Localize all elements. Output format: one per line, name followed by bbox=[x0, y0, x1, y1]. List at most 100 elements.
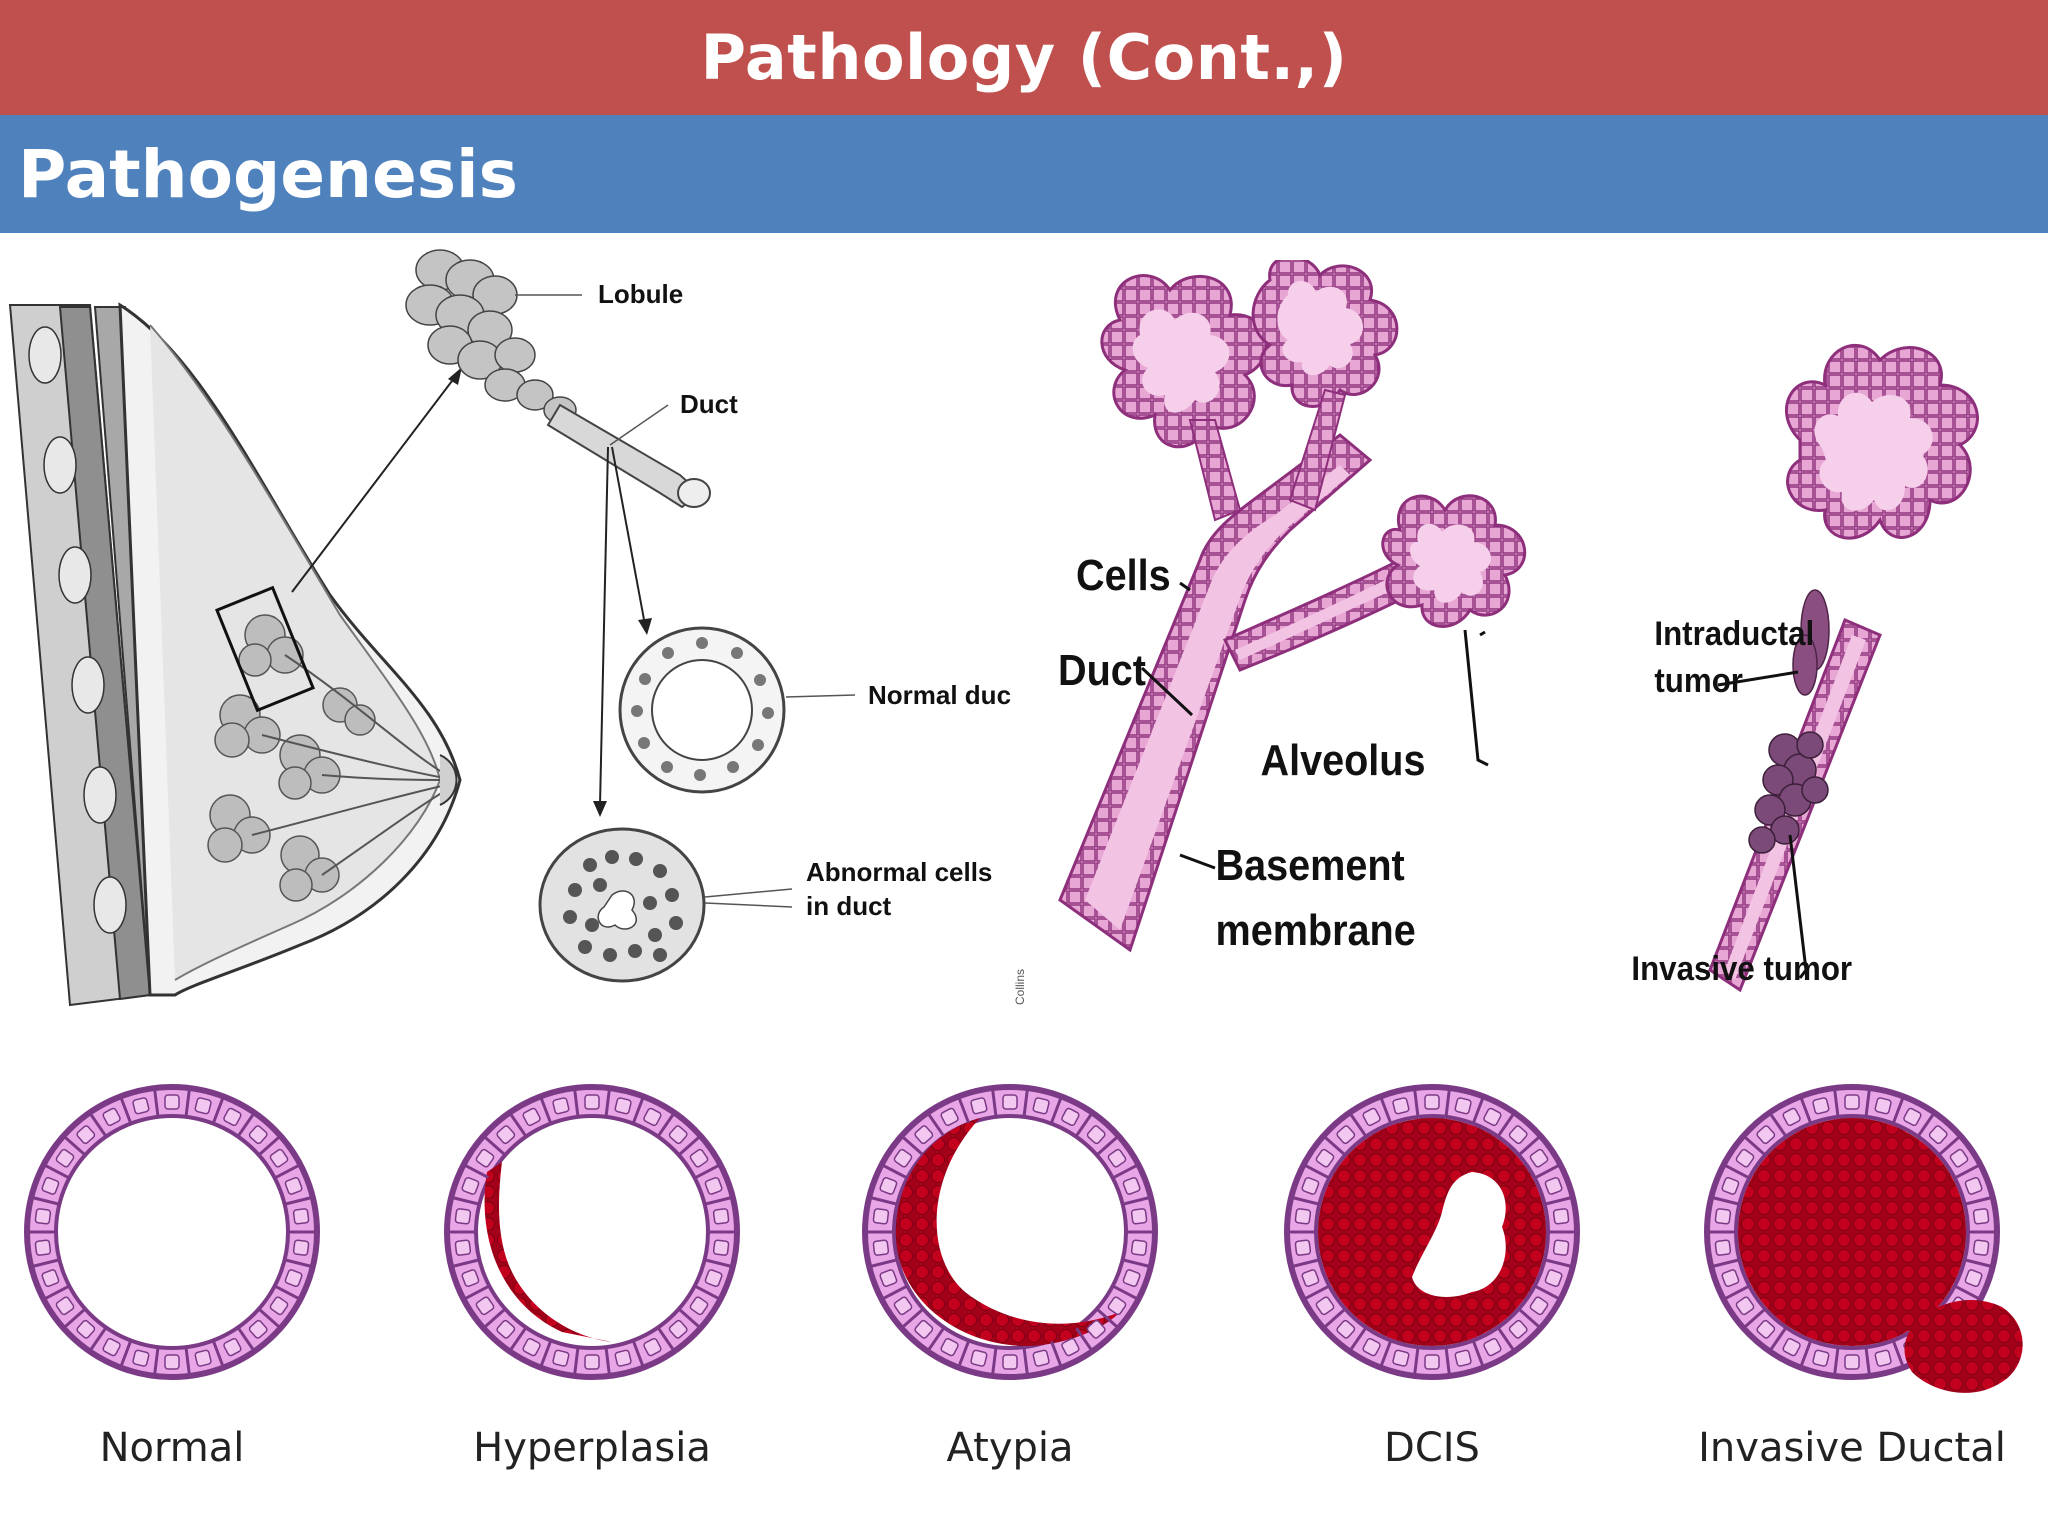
epithelial-cell bbox=[1061, 1107, 1080, 1127]
epithelial-cell bbox=[1301, 1269, 1320, 1288]
cell-division bbox=[274, 1163, 301, 1179]
credit-text: Collins bbox=[1013, 969, 1027, 1005]
epithelial-cell bbox=[1315, 1296, 1335, 1316]
epithelial-cell bbox=[1294, 1208, 1312, 1225]
cell-division bbox=[153, 1088, 160, 1117]
cell-division bbox=[957, 1340, 970, 1368]
epithelial-cell bbox=[704, 1176, 723, 1195]
epithelial-cell bbox=[914, 1125, 934, 1145]
epithelial-cell bbox=[41, 1269, 60, 1288]
epithelial-cell bbox=[496, 1125, 516, 1145]
label-basement-line2: membrane bbox=[1216, 905, 1416, 954]
epithelial-cell bbox=[914, 1319, 934, 1339]
cell-division bbox=[1022, 1347, 1029, 1376]
stage-normal-diagram bbox=[27, 1087, 317, 1377]
epithelial-cell bbox=[879, 1269, 898, 1288]
cell-division bbox=[869, 1258, 897, 1268]
epithelial-cell bbox=[614, 1097, 632, 1115]
epithelial-cell bbox=[1130, 1239, 1148, 1256]
cell-division bbox=[1864, 1088, 1871, 1117]
cell-division bbox=[31, 1258, 59, 1268]
cell-division bbox=[63, 1135, 86, 1156]
epithelial-cell bbox=[55, 1296, 75, 1316]
cell-division bbox=[1112, 1163, 1139, 1179]
cell-division bbox=[1348, 1112, 1367, 1137]
epithelial-cell bbox=[1544, 1269, 1563, 1288]
epithelial-cell bbox=[1294, 1239, 1312, 1256]
label-lobule: Lobule bbox=[598, 279, 683, 309]
epithelial-cell bbox=[1874, 1349, 1892, 1367]
cell-division bbox=[1534, 1163, 1561, 1179]
cell-division bbox=[539, 1340, 552, 1368]
cell-division bbox=[1518, 1308, 1541, 1329]
cell-division bbox=[1413, 1347, 1420, 1376]
cell-division bbox=[694, 1163, 721, 1179]
epithelial-cell bbox=[1315, 1148, 1335, 1168]
epithelial-cell bbox=[872, 1239, 890, 1256]
cell-division bbox=[678, 1308, 701, 1329]
epithelial-cell bbox=[1714, 1208, 1732, 1225]
cell-division bbox=[1348, 1327, 1367, 1352]
epithelial-cell bbox=[970, 1097, 988, 1115]
tumor-duct-diagram: Intraductal tumor Invasive tumor bbox=[1631, 343, 1979, 993]
cell-division bbox=[1799, 1096, 1812, 1124]
epithelial-cell bbox=[1972, 1239, 1990, 1256]
cell-division bbox=[1472, 1096, 1485, 1124]
cell-division bbox=[153, 1347, 160, 1376]
zoom-box bbox=[215, 585, 315, 713]
cell-division bbox=[1723, 1285, 1750, 1301]
epithelial-cell bbox=[461, 1176, 480, 1195]
epithelial-cell bbox=[269, 1296, 289, 1316]
epithelial-cell bbox=[584, 1354, 600, 1370]
slide-subtitle: Pathogenesis bbox=[18, 135, 518, 213]
duct-tube bbox=[546, 403, 702, 509]
epithelial-cell bbox=[872, 1208, 890, 1225]
epithelial-cell bbox=[712, 1239, 730, 1256]
cell-division bbox=[184, 1347, 191, 1376]
alveoli-right bbox=[1381, 494, 1527, 628]
epithelial-cell bbox=[1107, 1296, 1127, 1316]
epithelial-cell bbox=[704, 1269, 723, 1288]
breast-anatomy-diagram: Lobule Duct Normal duc Abnormal cells in… bbox=[8, 249, 1027, 1007]
epithelial-cell bbox=[643, 1107, 662, 1127]
epithelial-cell bbox=[76, 1319, 96, 1339]
cell-division bbox=[1768, 1327, 1787, 1352]
cell-division bbox=[1379, 1096, 1392, 1124]
cell-division bbox=[1864, 1347, 1871, 1376]
cell-division bbox=[274, 1285, 301, 1301]
title-bar: Pathology (Cont.,) bbox=[0, 0, 2048, 115]
epithelial-cell bbox=[1122, 1269, 1141, 1288]
stage-label-normal: Normal bbox=[99, 1425, 245, 1471]
cell-division bbox=[926, 1327, 945, 1352]
epithelial-cell bbox=[1086, 1319, 1106, 1339]
cell-division bbox=[119, 1340, 132, 1368]
epithelial-cell bbox=[248, 1319, 268, 1339]
epithelial-cell bbox=[1483, 1107, 1502, 1127]
cell-division bbox=[1833, 1088, 1840, 1117]
cell-division bbox=[1938, 1135, 1961, 1156]
cell-division bbox=[869, 1196, 897, 1206]
cell-division bbox=[657, 1112, 676, 1137]
cell-division bbox=[705, 1258, 733, 1268]
cell-division bbox=[901, 1135, 924, 1156]
epithelial-cell bbox=[1544, 1176, 1563, 1195]
epithelial-cell bbox=[1928, 1125, 1948, 1145]
cell-division bbox=[212, 1096, 225, 1124]
epithelial-cell bbox=[1454, 1349, 1472, 1367]
epithelial-cell bbox=[194, 1349, 212, 1367]
cell-division bbox=[184, 1088, 191, 1117]
cell-division bbox=[88, 1327, 107, 1352]
cell-division bbox=[88, 1112, 107, 1137]
cell-division bbox=[1833, 1347, 1840, 1376]
epithelial-cell bbox=[893, 1148, 913, 1168]
cell-division bbox=[119, 1096, 132, 1124]
cell-division bbox=[1112, 1285, 1139, 1301]
epithelial-cell bbox=[194, 1097, 212, 1115]
epithelial-cell bbox=[132, 1349, 150, 1367]
normal-duct-cross-section bbox=[618, 626, 786, 794]
label-invasive-tumor: Invasive tumor bbox=[1631, 949, 1852, 988]
cell-division bbox=[901, 1308, 924, 1329]
epithelial-cell bbox=[1844, 1354, 1860, 1370]
epithelial-cell bbox=[1844, 1094, 1860, 1110]
invasive-tumor-mass bbox=[1748, 731, 1829, 854]
